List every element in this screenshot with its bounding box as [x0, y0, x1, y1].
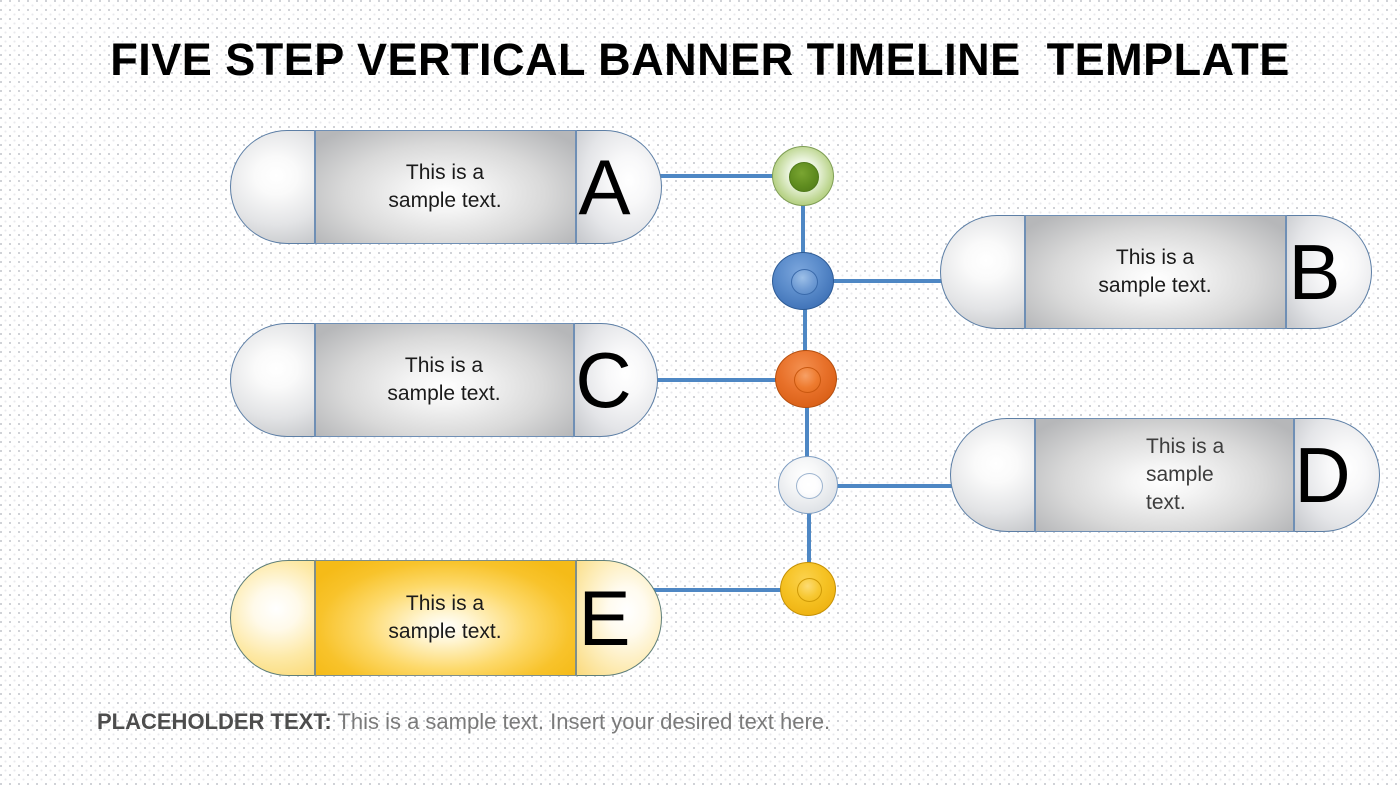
banner-b-divider-right	[1285, 215, 1287, 329]
page-title: FIVE STEP VERTICAL BANNER TIMELINE TEMPL…	[110, 34, 1290, 85]
placeholder-text: PLACEHOLDER TEXT: This is a sample text.…	[97, 709, 830, 735]
banner-e-divider-right	[575, 560, 577, 676]
banner-d-divider-left	[1034, 418, 1036, 532]
connector-vline-4	[807, 484, 811, 590]
banner-b-letter-cap: B	[1286, 215, 1372, 329]
timeline-node-green[interactable]	[772, 146, 834, 206]
banner-c-letter-cap: C	[574, 323, 658, 437]
timeline-node-blue[interactable]	[772, 252, 834, 310]
banner-e-text: This is a sample text.	[388, 592, 502, 643]
timeline-node-green-core	[789, 162, 819, 192]
banner-d-divider-right	[1293, 418, 1295, 532]
banner-d-letter-cap: D	[1294, 418, 1380, 532]
connector-line-b	[802, 279, 950, 283]
banner-d[interactable]: This is a sample text. D	[950, 418, 1380, 532]
banner-a-text: This is a sample text.	[388, 161, 502, 212]
banner-c-body: This is a sample text.	[314, 323, 574, 437]
banner-a[interactable]: This is a sample text. A	[230, 130, 662, 244]
connector-vline-1	[801, 174, 805, 284]
timeline-node-yellow[interactable]	[780, 562, 836, 616]
banner-a-divider-right	[575, 130, 577, 244]
connector-vline-3	[805, 378, 809, 488]
banner-e-letter: E	[578, 574, 631, 662]
connector-line-c	[650, 378, 806, 382]
banner-e-body: This is a sample text.	[314, 560, 576, 676]
banner-b-text: This is a sample text.	[1098, 246, 1212, 297]
banner-b-divider-left	[1024, 215, 1026, 329]
banner-e[interactable]: This is a sample text. E	[230, 560, 662, 676]
timeline-node-blue-core	[791, 269, 818, 295]
timeline-node-orange[interactable]	[775, 350, 837, 408]
banner-b-body: This is a sample text.	[1024, 215, 1286, 329]
banner-c-divider-left	[314, 323, 316, 437]
banner-c-divider-right	[573, 323, 575, 437]
banner-e-letter-cap: E	[576, 560, 662, 676]
banner-e-divider-left	[314, 560, 316, 676]
connector-vline-2	[803, 279, 807, 383]
banner-a-letter: A	[578, 143, 631, 231]
timeline-node-orange-core	[794, 367, 821, 393]
banner-c-letter: C	[575, 336, 632, 424]
connector-line-d	[806, 484, 966, 488]
timeline-node-white[interactable]	[778, 456, 838, 514]
connector-line-e	[650, 588, 810, 592]
banner-b[interactable]: This is a sample text. B	[940, 215, 1372, 329]
connector-line-a	[652, 174, 804, 178]
banner-d-body: This is a sample text.	[1034, 418, 1294, 532]
banner-a-body: This is a sample text.	[314, 130, 576, 244]
timeline-node-yellow-core	[797, 578, 822, 602]
banner-c[interactable]: This is a sample text. C	[230, 323, 658, 437]
banner-d-letter: D	[1294, 431, 1351, 519]
banner-a-divider-left	[314, 130, 316, 244]
banner-a-letter-cap: A	[576, 130, 662, 244]
placeholder-label: PLACEHOLDER TEXT:	[97, 709, 332, 734]
placeholder-body: This is a sample text. Insert your desir…	[331, 709, 831, 734]
banner-c-text: This is a sample text.	[387, 354, 501, 405]
timeline-node-white-core	[796, 473, 823, 499]
banner-d-text: This is a sample text.	[1146, 435, 1225, 514]
banner-b-letter: B	[1288, 228, 1341, 316]
